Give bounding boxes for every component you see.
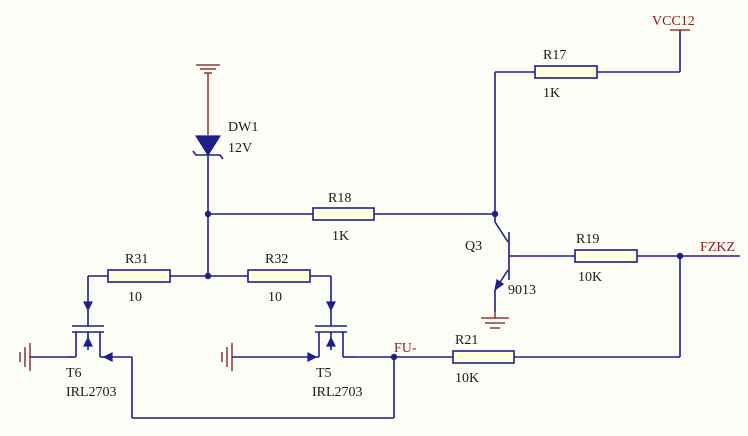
resistor-r32: R32 10 bbox=[247, 252, 311, 305]
r17-label: R17 bbox=[543, 48, 566, 63]
junction-collector bbox=[491, 210, 499, 218]
r32-value: 10 bbox=[268, 290, 282, 305]
vcc12-label: VCC12 bbox=[652, 14, 695, 29]
dw1-label: DW1 bbox=[228, 120, 258, 135]
ground-t6 bbox=[19, 343, 31, 371]
r18-label: R18 bbox=[328, 191, 351, 206]
r17-body bbox=[534, 65, 598, 79]
resistor-r17: R17 1K bbox=[534, 48, 598, 101]
junction-dw1-r18 bbox=[204, 210, 212, 218]
resistor-r18: R18 1K bbox=[312, 191, 375, 244]
ground-q3 bbox=[481, 312, 509, 329]
fu-label: FU- bbox=[394, 341, 417, 356]
fzkz-label: FZKZ bbox=[700, 240, 735, 255]
t5-gate-arrow bbox=[326, 301, 336, 312]
q3-value: 9013 bbox=[508, 283, 536, 298]
resistor-r21: R21 10K bbox=[452, 333, 515, 386]
r31-value: 10 bbox=[128, 290, 142, 305]
ground-top bbox=[196, 64, 220, 135]
mosfet-t6: T6 IRL2703 bbox=[66, 301, 117, 400]
resistor-r19: R19 10K bbox=[574, 232, 638, 285]
mosfet-t5: T5 IRL2703 bbox=[307, 301, 363, 400]
dw1-value: 12V bbox=[228, 141, 252, 156]
dw1-triangle bbox=[194, 135, 222, 157]
r21-value: 10K bbox=[455, 371, 479, 386]
junction-fzkz bbox=[676, 252, 684, 260]
r18-body bbox=[312, 207, 375, 221]
junctions bbox=[204, 210, 684, 361]
r32-label: R32 bbox=[265, 252, 288, 267]
t6-body-arrow bbox=[83, 336, 93, 347]
r17-value: 1K bbox=[543, 86, 560, 101]
wire-q3-collector-diag bbox=[494, 221, 509, 243]
ground-t5 bbox=[221, 343, 233, 371]
r19-value: 10K bbox=[578, 270, 602, 285]
wires bbox=[30, 30, 740, 419]
r31-body bbox=[107, 269, 171, 283]
r21-body bbox=[452, 350, 515, 364]
r19-body bbox=[574, 249, 638, 263]
resistor-r31: R31 10 bbox=[107, 252, 171, 305]
t6-gate-arrow bbox=[83, 301, 93, 312]
t6-drain-arrow bbox=[102, 352, 113, 362]
t6-value: IRL2703 bbox=[66, 385, 117, 400]
r21-label: R21 bbox=[455, 333, 478, 348]
t5-source-arrow bbox=[307, 352, 318, 362]
t5-value: IRL2703 bbox=[312, 385, 363, 400]
t6-label: T6 bbox=[66, 366, 82, 381]
junction-fu bbox=[390, 353, 398, 361]
q3-label: Q3 bbox=[465, 239, 482, 254]
r32-body bbox=[247, 269, 311, 283]
r18-value: 1K bbox=[332, 229, 349, 244]
t5-label: T5 bbox=[316, 366, 332, 381]
r31-label: R31 bbox=[125, 252, 148, 267]
t5-body-arrow bbox=[326, 336, 336, 347]
r19-label: R19 bbox=[576, 232, 599, 247]
dw1-cathode-bar bbox=[192, 150, 224, 160]
transistor-q3: Q3 9013 bbox=[465, 232, 536, 298]
q3-emitter-arrow bbox=[494, 279, 505, 292]
vcc12-supply: VCC12 bbox=[652, 14, 695, 31]
zener-dw1: DW1 12V bbox=[192, 120, 258, 160]
junction-r31-r32 bbox=[204, 272, 212, 280]
